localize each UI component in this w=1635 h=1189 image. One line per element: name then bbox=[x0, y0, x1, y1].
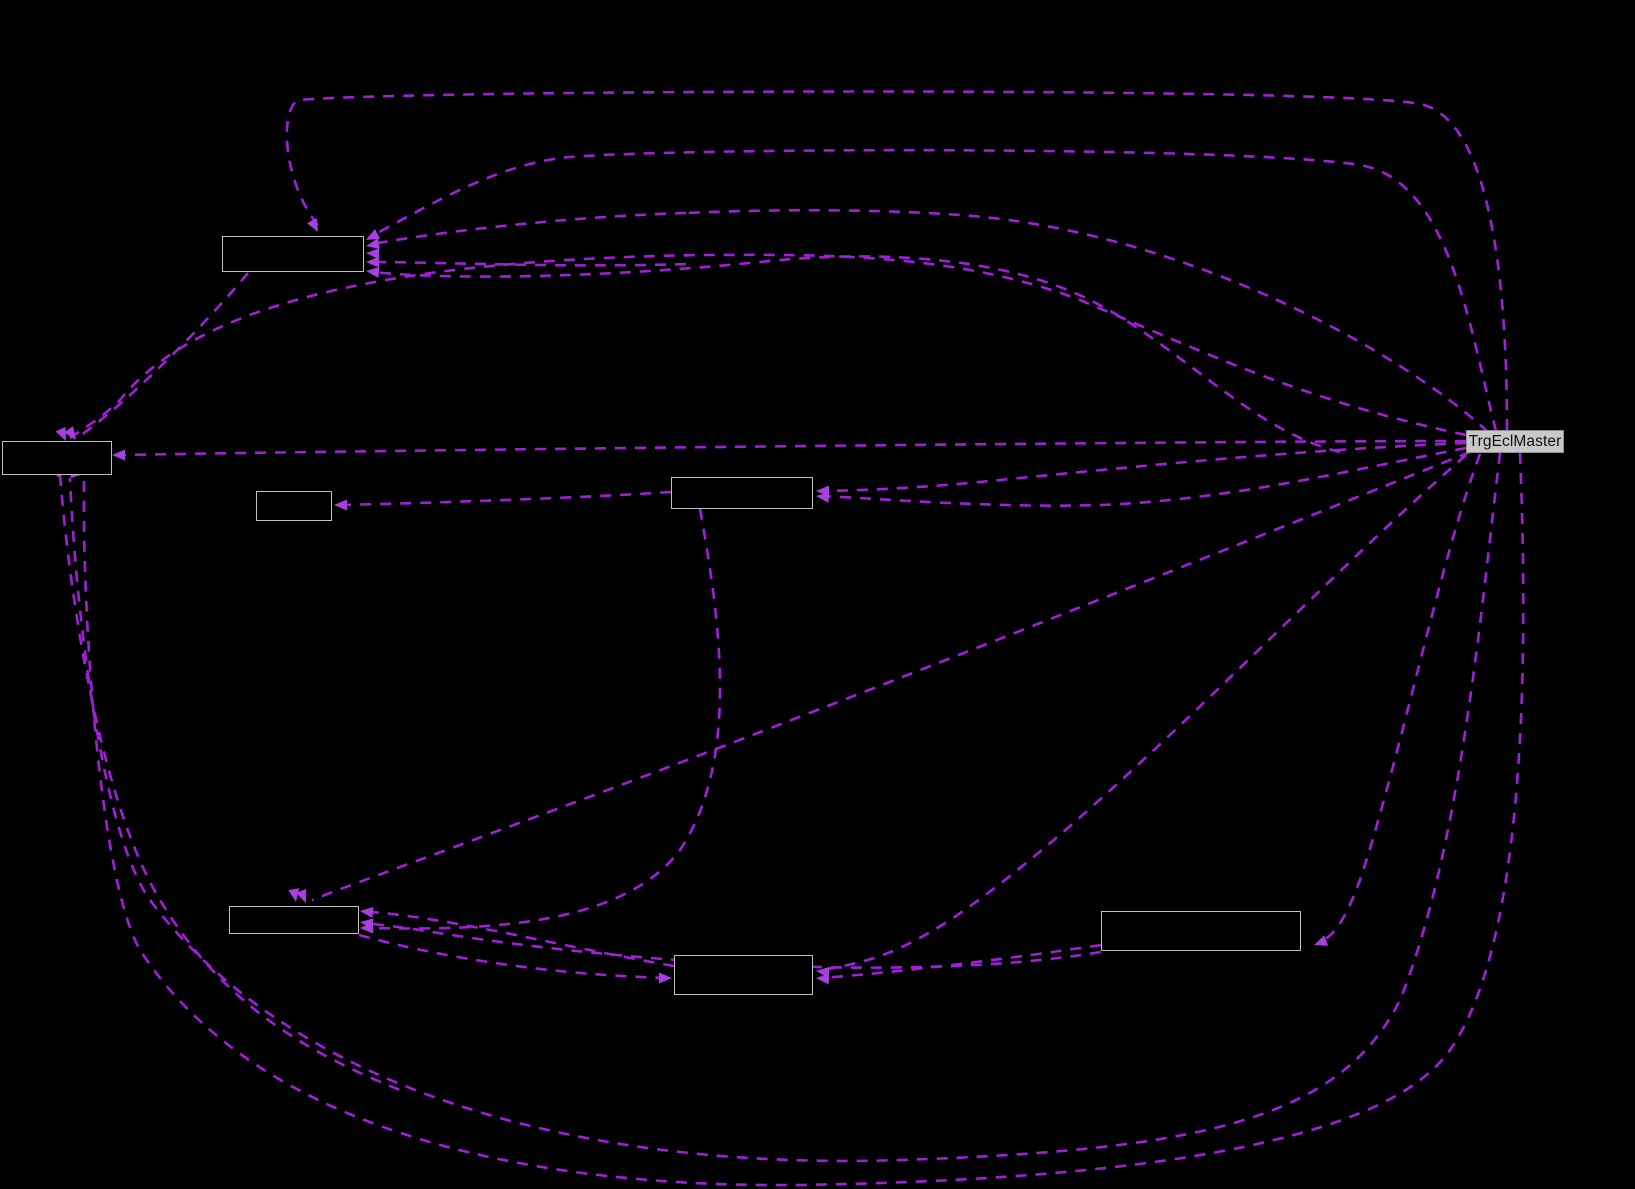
graph-edge bbox=[371, 211, 687, 246]
graph-edge bbox=[68, 452, 1502, 1163]
graph-node[interactable] bbox=[2, 441, 112, 475]
edge-arrowhead bbox=[1314, 935, 1329, 946]
edge-arrowhead bbox=[366, 248, 380, 260]
graph-edge bbox=[821, 454, 1467, 972]
graph-edge bbox=[821, 441, 1467, 493]
graph-edge bbox=[358, 933, 669, 980]
graph-edge bbox=[285, 90, 1509, 431]
edge-arrowhead bbox=[366, 266, 380, 278]
edge-arrowhead bbox=[659, 972, 672, 984]
edge-arrowhead bbox=[55, 426, 66, 441]
graph-node[interactable] bbox=[1101, 911, 1301, 951]
graph-node-label: TrgEclMaster bbox=[1468, 432, 1562, 450]
graph-edge bbox=[1319, 453, 1482, 944]
edge-arrowhead bbox=[366, 229, 381, 240]
graph-edge bbox=[821, 943, 1102, 980]
graph-node[interactable] bbox=[256, 491, 332, 521]
graph-edge bbox=[685, 208, 1489, 433]
graph-node-focus[interactable]: TrgEclMaster bbox=[1466, 430, 1564, 453]
graph-edge bbox=[311, 450, 1471, 902]
graph-edge bbox=[365, 910, 675, 968]
edge-arrowhead bbox=[360, 906, 374, 918]
graph-edge bbox=[371, 255, 1341, 454]
graph-node[interactable] bbox=[674, 955, 813, 995]
edge-arrowhead bbox=[816, 491, 830, 503]
graph-edge bbox=[365, 508, 722, 930]
graph-edge bbox=[82, 452, 1525, 1187]
graph-edge bbox=[117, 439, 1467, 457]
edge-arrowhead bbox=[816, 973, 830, 985]
edge-arrowhead bbox=[366, 256, 379, 268]
graph-edge bbox=[821, 446, 1467, 507]
edge-arrowhead bbox=[360, 922, 373, 934]
graph-edge bbox=[79, 272, 249, 438]
edge-arrowhead bbox=[64, 426, 76, 440]
edge-arrowhead bbox=[366, 238, 380, 250]
arrowheads-group bbox=[55, 217, 1329, 985]
graph-edge bbox=[339, 490, 672, 507]
graph-node[interactable] bbox=[671, 477, 813, 509]
edge-arrowhead bbox=[307, 217, 318, 232]
graph-edge bbox=[58, 474, 401, 1092]
graph-node[interactable] bbox=[222, 236, 364, 272]
graph-edge bbox=[367, 148, 1498, 432]
edges-group bbox=[58, 90, 1525, 1187]
edge-arrowhead bbox=[296, 888, 307, 903]
graph-edge bbox=[69, 253, 1467, 440]
edge-arrowhead bbox=[288, 888, 300, 902]
graph-node[interactable] bbox=[229, 906, 359, 934]
edge-arrowhead bbox=[334, 499, 347, 511]
graph-edge bbox=[371, 260, 687, 267]
edge-arrowhead bbox=[112, 449, 125, 461]
